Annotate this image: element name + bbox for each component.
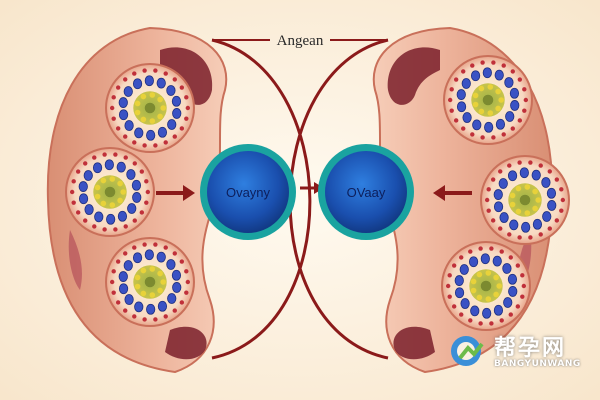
- watermark-logo-icon: [451, 336, 484, 366]
- arrow-right-to-ovary: [433, 185, 472, 201]
- follicle: [65, 147, 155, 237]
- follicle: [480, 155, 570, 245]
- left-follicles: [65, 63, 195, 327]
- follicle: [105, 63, 195, 153]
- watermark-text-cn: 帮孕网: [494, 336, 567, 361]
- watermark: 帮孕网 BANGYUNWANG: [446, 328, 596, 376]
- right-ovary-label: OVaay: [346, 185, 386, 200]
- arrow-left-to-ovary: [156, 185, 195, 201]
- watermark-text-en: BANGYUNWANG: [494, 359, 581, 369]
- left-ovary-label: Ovayny: [225, 185, 271, 200]
- right-ovary: [318, 144, 414, 240]
- left-ovary: [200, 144, 296, 240]
- left-arc: [211, 38, 312, 360]
- right-follicles: [441, 55, 570, 331]
- follicle: [441, 241, 531, 331]
- follicle: [443, 55, 533, 145]
- diagram-title: Angean: [276, 33, 324, 49]
- follicle: [105, 237, 195, 327]
